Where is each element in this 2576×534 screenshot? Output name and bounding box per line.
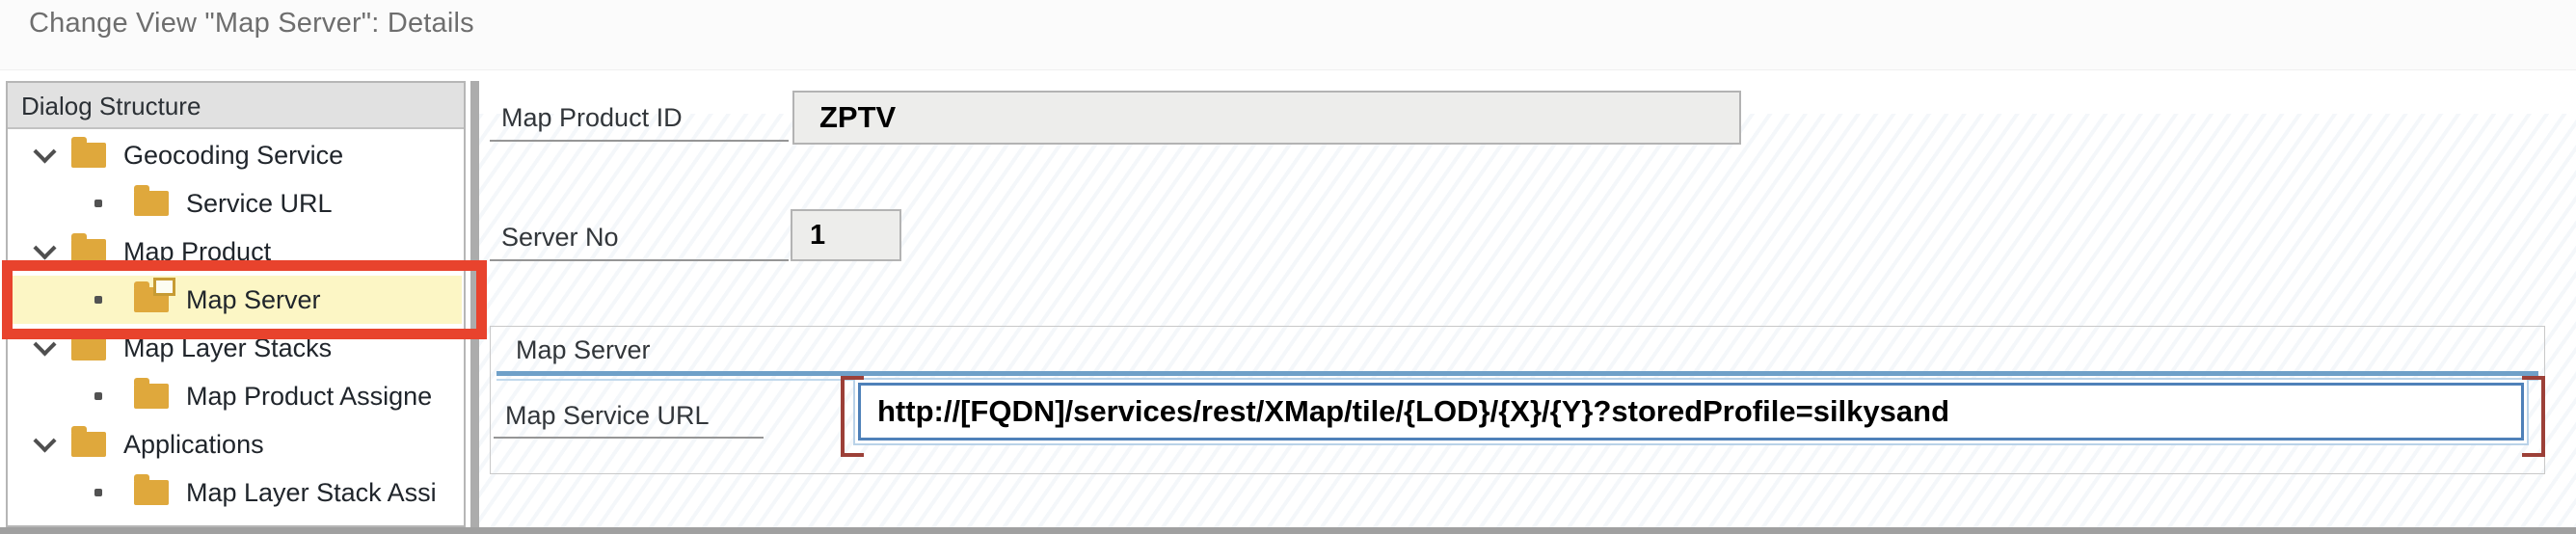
tree-item-map-server[interactable]: Map Server — [8, 276, 462, 324]
folder-icon — [71, 330, 106, 360]
tree-item-label: Map Layer Stacks — [123, 333, 333, 362]
folder-icon — [134, 185, 169, 216]
folder-icon — [71, 233, 106, 264]
tree-item-service-url[interactable]: Service URL — [8, 179, 462, 227]
chevron-down-icon[interactable] — [32, 140, 57, 164]
map-server-groupbox: Map Server — [490, 326, 2545, 474]
chevron-down-icon[interactable] — [32, 429, 57, 453]
chevron-down-icon[interactable] — [32, 333, 57, 357]
tree-item-label: Geocoding Service — [123, 140, 344, 170]
page-title: Change View "Map Server": Details — [29, 8, 474, 39]
tree-item-label: Map Server — [186, 284, 321, 314]
bullet-icon — [94, 392, 102, 400]
panel-divider[interactable] — [470, 81, 479, 527]
map-product-id-field: ZPTV — [792, 91, 1741, 145]
tree-item-map-layer-stacks[interactable]: Map Layer Stacks — [8, 324, 462, 372]
folder-icon — [71, 137, 106, 168]
tree-item-label: Applications — [123, 429, 264, 459]
tree-item-map-layer-stack-assignment[interactable]: Map Layer Stack Assi — [8, 468, 462, 517]
folder-icon — [71, 426, 106, 457]
folder-icon — [134, 474, 169, 505]
tree-item-map-product-assignment[interactable]: Map Product Assigne — [8, 372, 462, 420]
tree-item-map-product[interactable]: Map Product — [8, 227, 462, 276]
bullet-icon — [94, 489, 102, 496]
background-texture — [479, 114, 2576, 528]
map-service-url-label: Map Service URL — [494, 395, 764, 439]
window-bottom-edge — [0, 527, 2576, 534]
bullet-icon — [94, 200, 102, 207]
tree-item-applications[interactable]: Applications — [8, 420, 462, 468]
title-bar: Change View "Map Server": Details — [0, 0, 2576, 70]
map-product-id-label: Map Product ID — [490, 96, 789, 142]
folder-open-icon — [134, 278, 175, 312]
tree-item-geocoding-service[interactable]: Geocoding Service — [8, 131, 462, 179]
tree-item-label: Map Product — [123, 236, 272, 266]
group-header-rule — [496, 371, 2538, 381]
chevron-down-icon[interactable] — [32, 236, 57, 260]
bullet-icon — [94, 296, 102, 304]
map-service-url-input[interactable] — [858, 383, 2524, 441]
dialog-structure-panel: Dialog Structure Geocoding Service Servi… — [6, 81, 466, 527]
map-server-group-title: Map Server — [516, 335, 651, 364]
server-no-label: Server No — [490, 216, 789, 261]
tree-item-label: Service URL — [186, 188, 333, 218]
tree-item-label: Map Layer Stack Assi — [186, 477, 437, 507]
server-no-field: 1 — [791, 209, 901, 261]
folder-icon — [134, 378, 169, 409]
tree-item-label: Map Product Assigne — [186, 381, 433, 411]
dialog-structure-header: Dialog Structure — [8, 83, 464, 129]
